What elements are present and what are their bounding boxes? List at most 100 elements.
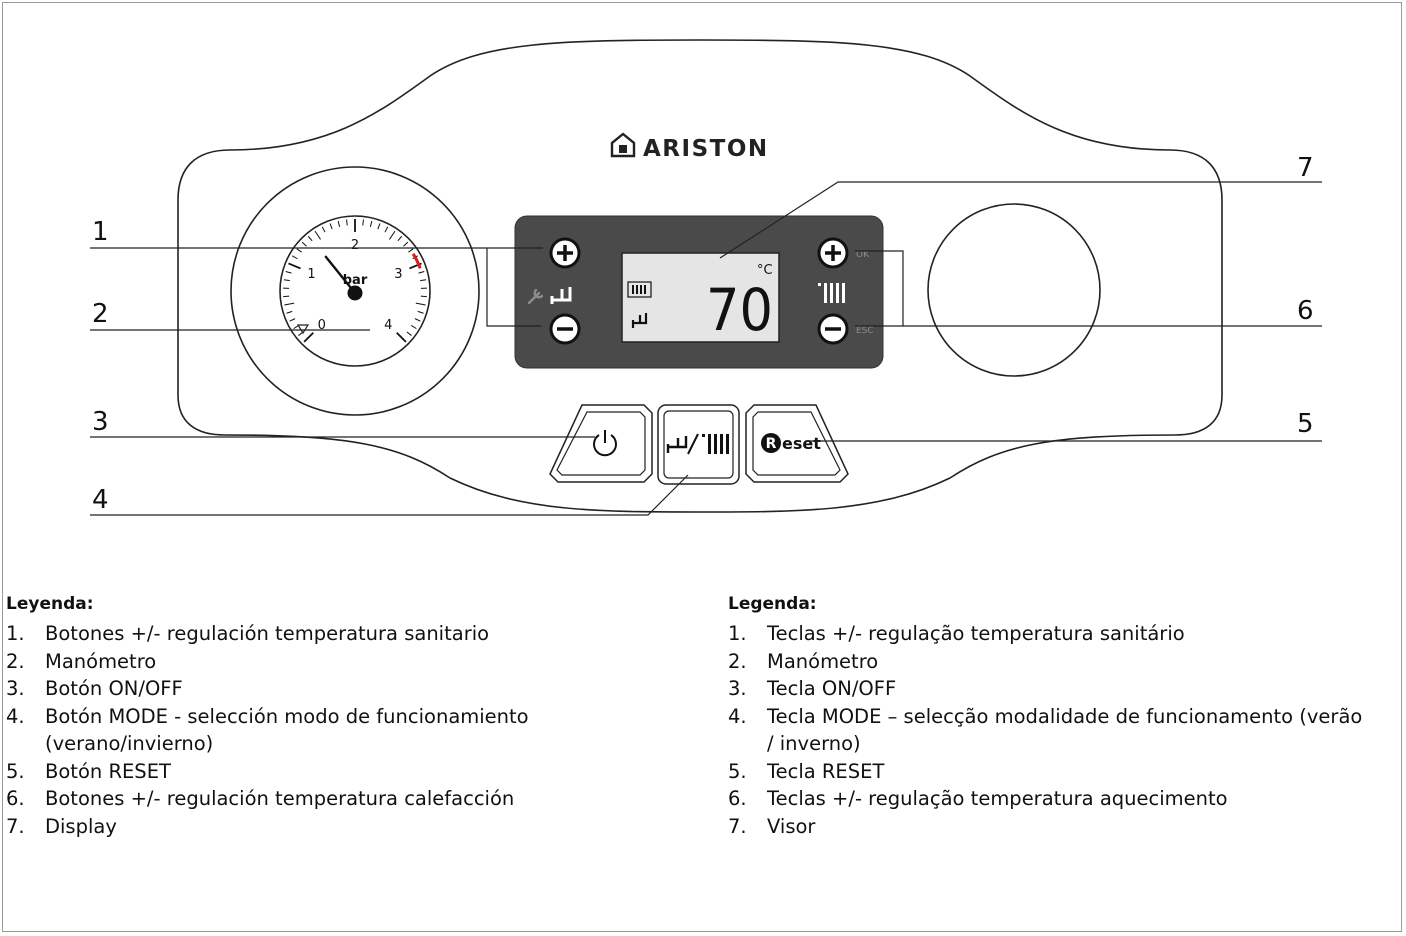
gauge-tick (414, 318, 421, 322)
gauge-tick (362, 219, 364, 226)
gauge-label-4: 4 (384, 318, 392, 333)
gauge-tick (369, 220, 373, 227)
item-number: 2. (728, 649, 747, 673)
item-number: 6. (6, 787, 25, 810)
item-number: 5. (728, 759, 747, 783)
ariston-logo: ARISTON (610, 132, 769, 162)
pressure-gauge: 0 1 2 3 4 bar (279, 215, 431, 367)
legend-es-item: 3.Botón ON/OFF (6, 675, 646, 703)
gauge-tick (289, 318, 296, 322)
item-text: Manómetro (45, 649, 157, 673)
gauge-tick (307, 235, 313, 242)
legend-es-title: Leyenda: (6, 594, 94, 614)
item-number: 6. (728, 787, 747, 810)
callout-4: 4 (92, 485, 109, 515)
gauge-tick (408, 248, 414, 253)
gauge-tick (415, 302, 426, 306)
legend-es-item: 6.Botones +/- regulación temperatura cal… (6, 785, 646, 813)
mode-button[interactable] (657, 404, 740, 485)
gauge-scale-ticks (283, 219, 427, 343)
legend-pt-list: 1. Teclas +/- regulação temperatura sanit… (728, 620, 1368, 840)
lcd-radiator-icon (627, 281, 652, 298)
gauge-needle (324, 255, 357, 295)
control-panel-outline (177, 39, 1223, 513)
item-text: Botón MODE - selección modo de funcionam… (45, 704, 529, 756)
reset-r-icon (761, 433, 781, 453)
heating-plus-button[interactable] (817, 237, 849, 269)
callout-6: 6 (1297, 296, 1314, 326)
item-number: 5. (6, 759, 25, 783)
gauge-tick (284, 302, 295, 306)
legend-es-item: 2. Manómetro (6, 648, 646, 676)
legend-pt-item: 4. Tecla MODE – selecção modalidade de fu… (728, 703, 1368, 758)
item-text: Manómetro (767, 649, 879, 673)
gauge-tick (301, 241, 307, 247)
item-text: Botón RESET (45, 759, 171, 783)
item-number: 7. (728, 814, 747, 838)
power-button[interactable] (549, 404, 653, 483)
gauge-label-1: 1 (307, 267, 315, 282)
gauge-tick (377, 223, 381, 230)
ok-label: OK (856, 250, 870, 260)
gauge-tick (329, 223, 333, 230)
lcd-tap-icon (631, 313, 648, 328)
right-knob[interactable] (927, 203, 1101, 377)
console-radiator-icon (818, 283, 845, 303)
brand-name: ARISTON (643, 136, 769, 162)
legend-es-item: 4.Botón MODE - selección modo de funcion… (6, 703, 646, 758)
item-text: Visor (767, 814, 816, 838)
dhw-minus-button[interactable] (549, 313, 581, 345)
boiler-panel-diagram: ARISTON 0 1 2 3 4 bar 70 (90, 39, 1322, 516)
item-text: Botones +/- regulación temperatura sanit… (45, 622, 490, 645)
gauge-label-2: 2 (351, 238, 359, 253)
callout-3: 3 (92, 407, 109, 437)
gauge-tick (403, 241, 409, 247)
gauge-tick (314, 230, 321, 240)
gauge-tick (288, 262, 301, 270)
gauge-tick (291, 255, 298, 260)
item-text: Teclas +/- regulação temperatura aquecim… (767, 787, 1228, 810)
display-unit: °C (757, 263, 773, 278)
gauge-tick (420, 279, 427, 282)
item-number: 1. (728, 622, 747, 645)
legend-pt: Legenda: 1. Teclas +/- regulação temperat… (728, 594, 1368, 840)
power-icon (593, 430, 617, 457)
item-number: 2. (6, 649, 25, 673)
gauge-red-zone (411, 252, 422, 269)
gauge-tick (418, 270, 425, 274)
svg-text:R: R (766, 436, 777, 452)
gauge-tick (389, 230, 396, 240)
wrench-icon (527, 288, 544, 305)
gauge-tick (346, 219, 348, 226)
reset-button[interactable]: R eset (745, 404, 849, 483)
legend-pt-item: 1. Teclas +/- regulação temperatura sanit… (728, 620, 1368, 648)
legend-pt-item: 7. Visor (728, 813, 1368, 841)
legend-es-list: 1. Botones +/- regulación temperatura san… (6, 620, 646, 840)
gauge-tick (411, 325, 417, 330)
display-temperature: 70 (706, 276, 773, 344)
item-number: 4. (728, 704, 747, 728)
legend-pt-item: 6. Teclas +/- regulação temperatura aquec… (728, 785, 1368, 813)
gauge-tick (303, 332, 314, 343)
gauge-tick (396, 332, 407, 343)
heating-minus-button[interactable] (817, 313, 849, 345)
item-number: 1. (6, 622, 25, 645)
callout-2: 2 (92, 299, 109, 329)
gauge-tick (406, 331, 412, 336)
item-text: Teclas +/- regulação temperatura sanitár… (767, 622, 1185, 645)
gauge-tick (321, 226, 326, 233)
callout-1: 1 (92, 217, 109, 247)
item-text: Tecla MODE – selecção modalidade de func… (767, 704, 1363, 756)
gauge-bezel (230, 166, 480, 416)
legend-es-item: 1. Botones +/- regulación temperatura san… (6, 620, 646, 648)
gauge-limit-marker-icon (296, 324, 310, 335)
legend-pt-title: Legenda: (728, 594, 817, 614)
house-logo-icon (610, 132, 636, 158)
gauge-label-0: 0 (318, 318, 326, 333)
dhw-plus-button[interactable] (549, 237, 581, 269)
legend-pt-item: 5.Tecla RESET (728, 758, 1368, 786)
gauge-tick (417, 310, 424, 314)
console-tap-icon (550, 287, 572, 304)
mode-radiator-icon (702, 434, 729, 454)
